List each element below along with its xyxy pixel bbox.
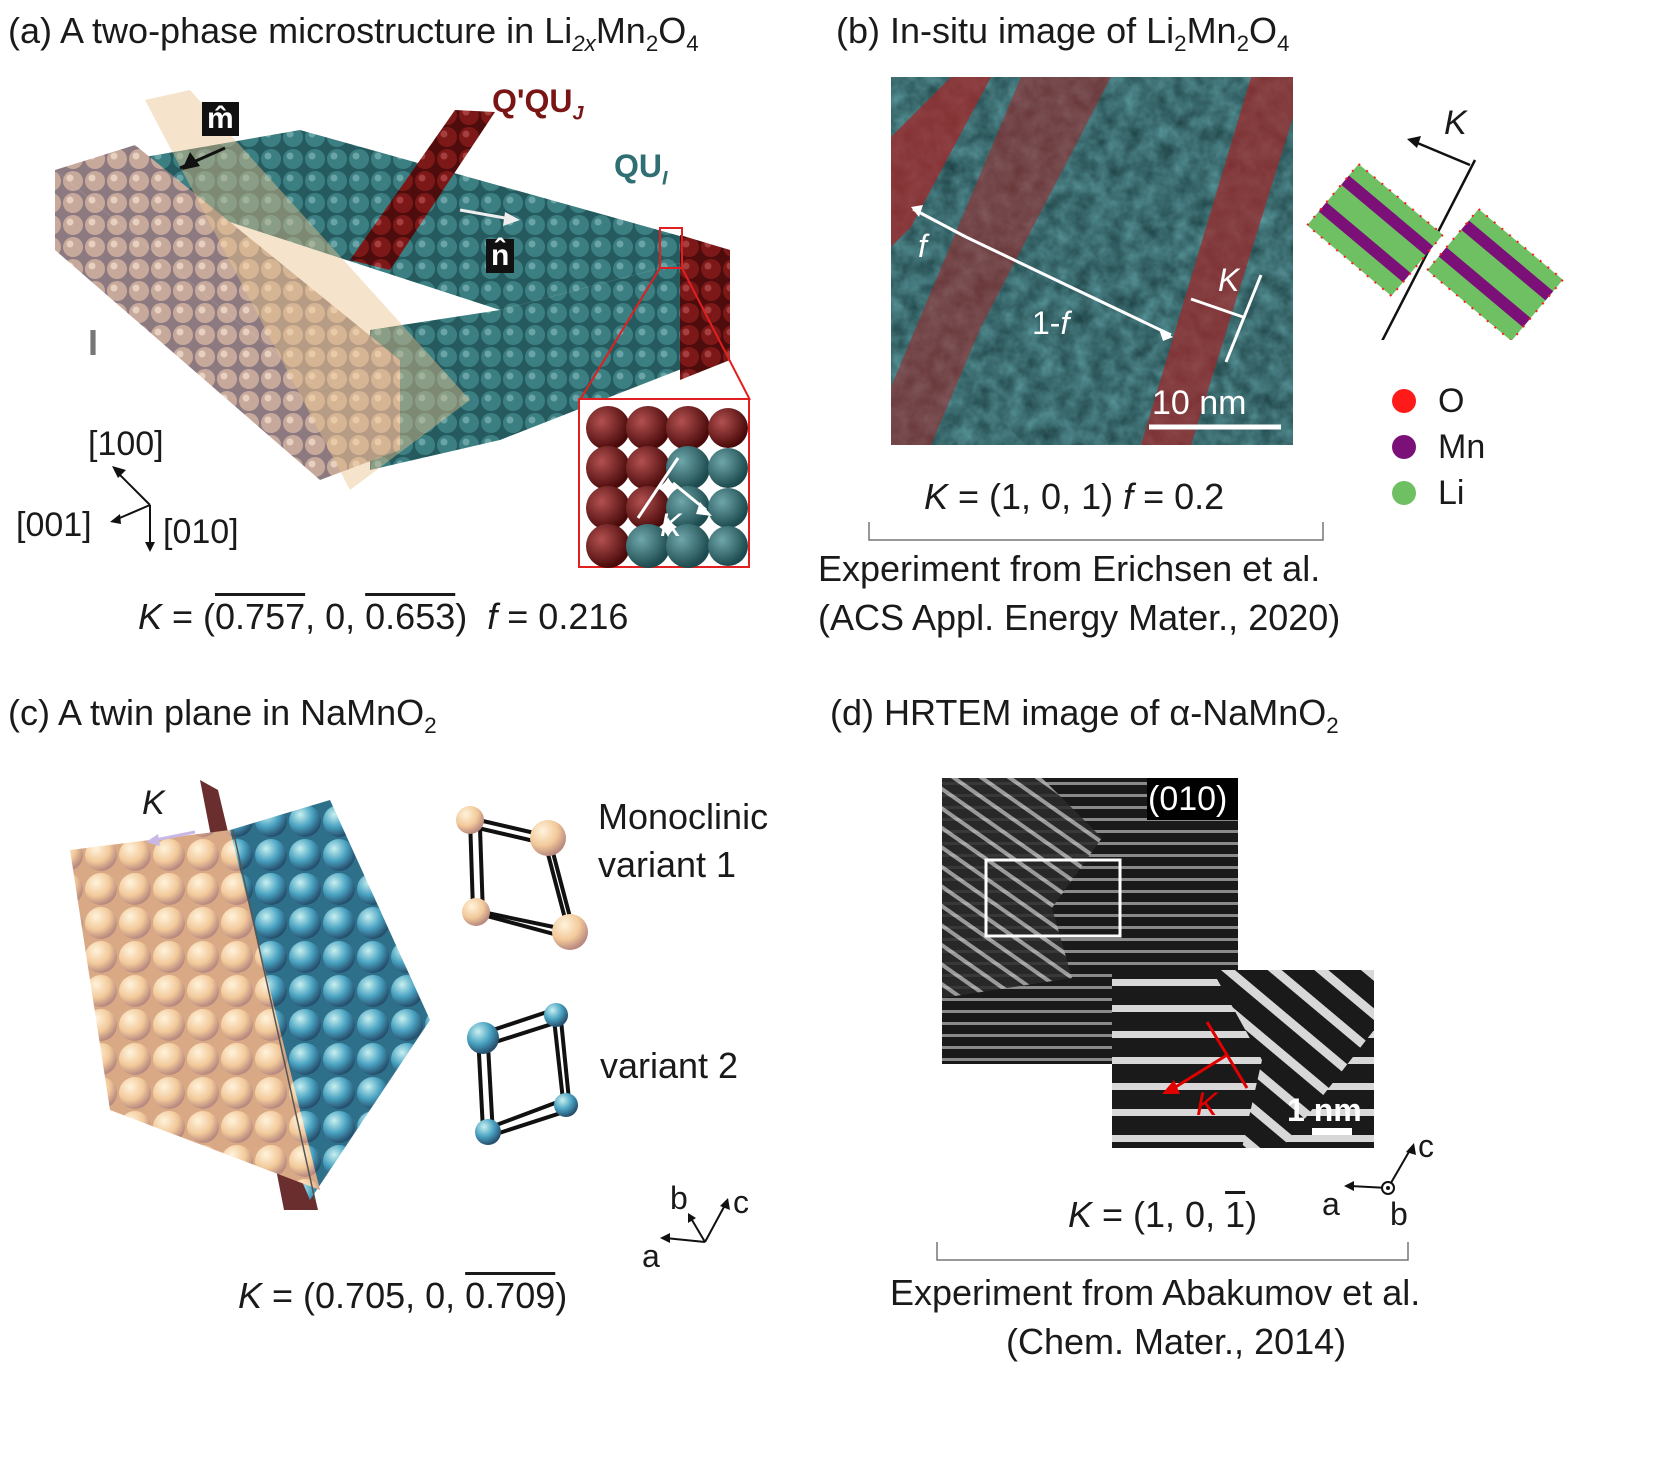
habit-plane (145, 90, 470, 490)
dir-001-label: [001] (16, 506, 92, 544)
qu-front-surface (500, 250, 730, 440)
hrtem-k-arrow (1173, 1053, 1228, 1090)
panel-a-figure (55, 90, 751, 552)
panel-d-axis-c: c (1418, 1128, 1434, 1164)
legend-item-mn: Mn (1392, 424, 1485, 470)
phase-i-roman-label: I (88, 322, 99, 363)
panel-a-inset (578, 398, 750, 568)
dir-100-label: [100] (88, 425, 164, 463)
zoom-box (984, 858, 1122, 938)
panel-d-bracket (936, 1242, 1409, 1261)
zone-axis-label: (010) (1148, 780, 1228, 818)
panel-b-equation: K = (1, 0, 1) f = 0.2 (924, 476, 1225, 517)
variant-1-block (70, 830, 320, 1190)
scale-label: 10 nm (1152, 384, 1247, 422)
dir-010-label: [010] (163, 513, 239, 551)
qqu-stripe (350, 110, 495, 270)
variant-1-label-line2: variant 1 (598, 844, 737, 885)
hrtem-zoom-inset (1112, 970, 1374, 1148)
n-hat-label: n̂ (486, 239, 515, 273)
variant-2-label: variant 2 (600, 1045, 739, 1086)
legend-item-li: Li (1392, 470, 1485, 516)
phase-i-top (55, 145, 400, 390)
hrtem-image (942, 778, 1238, 1064)
one-minus-f-label: 1-f (1032, 305, 1070, 341)
panel-d-axis-b: b (1390, 1196, 1408, 1232)
n-arrow (459, 208, 506, 220)
phase-i-side (55, 170, 320, 480)
panel-b-source-1: Experiment from Erichsen et al. (818, 548, 1321, 589)
hrtem-k-label: K (1196, 1086, 1218, 1122)
legend-item-o: O (1392, 378, 1485, 424)
panel-c-title: (c) A twin plane in NaMnO2 (8, 692, 437, 739)
variant-1-label-line1: Monoclinic (598, 796, 769, 837)
panel-c-axis-a: a (642, 1238, 660, 1274)
crystal-k-label: K (1444, 104, 1467, 142)
panel-a-title: (a) A two-phase microstructure in Li2xMn… (8, 10, 699, 57)
panel-d-source-1: Experiment from Abakumov et al. (890, 1272, 1421, 1313)
inset-k-label: K (660, 507, 682, 543)
axis-100 (114, 469, 151, 506)
qqu-end-block (680, 235, 730, 380)
zoom-region (659, 227, 683, 269)
twin-plane-figure (70, 780, 430, 1210)
crystal-k-arrow (1414, 140, 1471, 167)
panel-d-axis-a: a (1322, 1186, 1340, 1222)
panel-d-source-2: (Chem. Mater., 2014) (1006, 1321, 1347, 1362)
phase-j-label: Q'QUJ (492, 83, 584, 125)
panel-b-source-2: (ACS Appl. Energy Mater., 2020) (818, 597, 1341, 638)
k-label-image: K (1218, 262, 1240, 298)
panel-b-title: (b) In-situ image of Li2Mn2O4 (836, 10, 1290, 57)
panel-c-axis-b: b (670, 1180, 688, 1216)
in-situ-image (891, 77, 1293, 445)
panel-c-equation: K = (0.705, 0, 0.709) (238, 1275, 568, 1316)
panel-a-equation: K = (0.757, 0, 0.653) f = 0.216 (138, 596, 629, 637)
panel-c-axes (660, 1198, 730, 1243)
panel-d-axes (1344, 1143, 1416, 1195)
phase-i-label: QUI (614, 148, 668, 190)
panel-c-axis-c: c (733, 1184, 749, 1220)
variant-1-cell (456, 806, 588, 950)
variant-2-cell (467, 1003, 578, 1145)
crystal-schematic (1305, 136, 1565, 340)
hrtem-scale-bar (1312, 1128, 1352, 1135)
twin-k-arrow (154, 830, 196, 842)
hrtem-scale-label: 1 nm (1287, 1092, 1362, 1128)
f-label: f (918, 228, 927, 264)
panel-d-title: (d) HRTEM image of α-NaMnO2 (830, 692, 1339, 739)
element-legend: O Mn Li (1392, 378, 1485, 516)
panel-b-bracket (868, 522, 1324, 541)
panel-d-equation: K = (1, 0, 1) (1068, 1194, 1258, 1235)
m-hat-label: m̂ (202, 102, 239, 136)
axis-001 (114, 504, 151, 521)
twin-k-label: K (142, 784, 165, 822)
